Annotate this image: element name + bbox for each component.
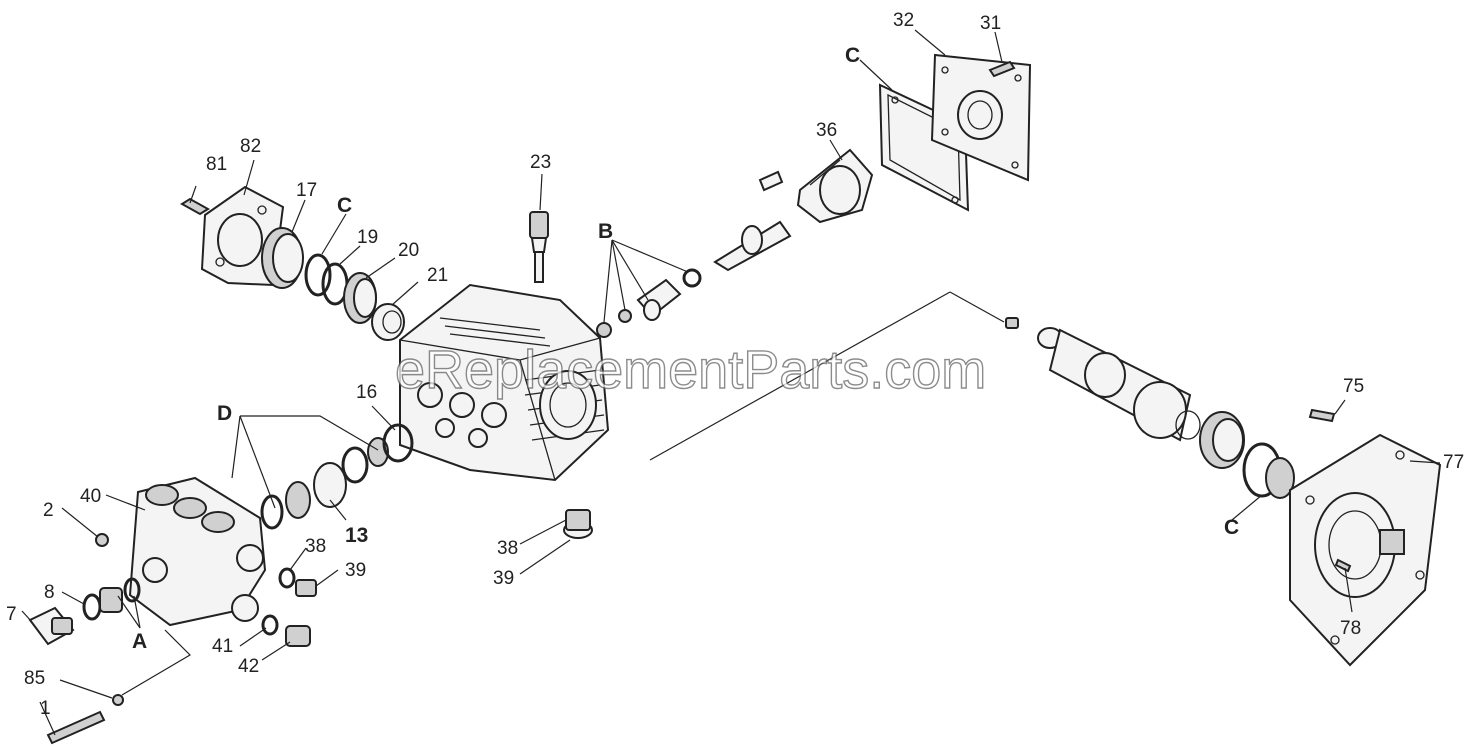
group-letter-C-right: C <box>1224 516 1239 539</box>
callout-38-left: 38 <box>305 536 326 557</box>
manifold-40 <box>128 476 267 627</box>
crankcase <box>399 283 610 482</box>
group-letter-C-left: C <box>337 194 352 217</box>
callout-17: 17 <box>296 180 317 201</box>
group-letter-D: D <box>217 402 232 425</box>
callout-78: 78 <box>1340 618 1361 639</box>
callout-23: 23 <box>530 152 551 173</box>
bearing-17 <box>261 227 304 289</box>
callout-1: 1 <box>40 698 51 719</box>
plug-38-39-left <box>278 567 317 597</box>
callout-39-left: 39 <box>345 560 366 581</box>
dipstick-23 <box>529 211 549 283</box>
piston-rod-assembly <box>713 170 792 272</box>
group-B-parts <box>596 268 702 338</box>
seal-C-left-upper <box>304 253 332 297</box>
bushing-21 <box>371 303 405 341</box>
callout-85: 85 <box>24 668 45 689</box>
callout-21: 21 <box>427 265 448 286</box>
callout-20: 20 <box>398 240 419 261</box>
leader-lines <box>21 29 1441 736</box>
flange-77 <box>1289 433 1442 667</box>
callout-8: 8 <box>44 582 55 603</box>
seal-kit-D <box>260 437 389 530</box>
plug-38-39-center <box>563 509 593 539</box>
bolt-1 <box>46 710 106 745</box>
callout-41: 41 <box>212 636 233 657</box>
bearing-right <box>1199 411 1245 469</box>
valve-8 <box>82 577 141 621</box>
callout-31: 31 <box>980 13 1001 34</box>
seal-16 <box>382 423 414 463</box>
plug-41-42 <box>261 614 311 647</box>
crankshaft-assembly <box>1005 317 1201 442</box>
callout-2: 2 <box>43 500 54 521</box>
callout-13: 13 <box>345 524 368 547</box>
callout-75: 75 <box>1343 376 1364 397</box>
bearing-20 <box>343 272 377 324</box>
seal-C-right <box>1242 442 1295 499</box>
washer-85 <box>112 694 124 706</box>
callout-7: 7 <box>6 604 17 625</box>
callout-38-center: 38 <box>497 538 518 559</box>
screw-2 <box>95 533 109 547</box>
rear-cover-32 <box>930 53 1032 182</box>
callout-40: 40 <box>80 486 101 507</box>
screw-75 <box>1308 408 1336 423</box>
pin-78 <box>1334 558 1352 573</box>
callout-16: 16 <box>356 382 377 403</box>
callout-19: 19 <box>357 227 378 248</box>
callout-77: 77 <box>1443 452 1464 473</box>
callout-42: 42 <box>238 656 259 677</box>
screw-81 <box>180 197 210 216</box>
group-letters: A B C C C D <box>132 44 1239 653</box>
watermark-text: eReplacementParts.com <box>395 340 986 400</box>
callout-39-center: 39 <box>493 568 514 589</box>
callout-labels: 1 2 7 8 13 16 17 19 20 21 23 31 32 36 38… <box>6 10 1464 719</box>
group-letter-A: A <box>132 630 147 653</box>
callout-36: 36 <box>816 120 837 141</box>
screw-31 <box>988 60 1016 78</box>
callout-82: 82 <box>240 136 261 157</box>
connecting-rod-36 <box>796 148 874 224</box>
callout-81: 81 <box>206 154 227 175</box>
group-letter-B: B <box>598 220 613 243</box>
plug-7 <box>28 606 75 646</box>
callout-32: 32 <box>893 10 914 31</box>
group-letter-C-top: C <box>845 44 860 67</box>
